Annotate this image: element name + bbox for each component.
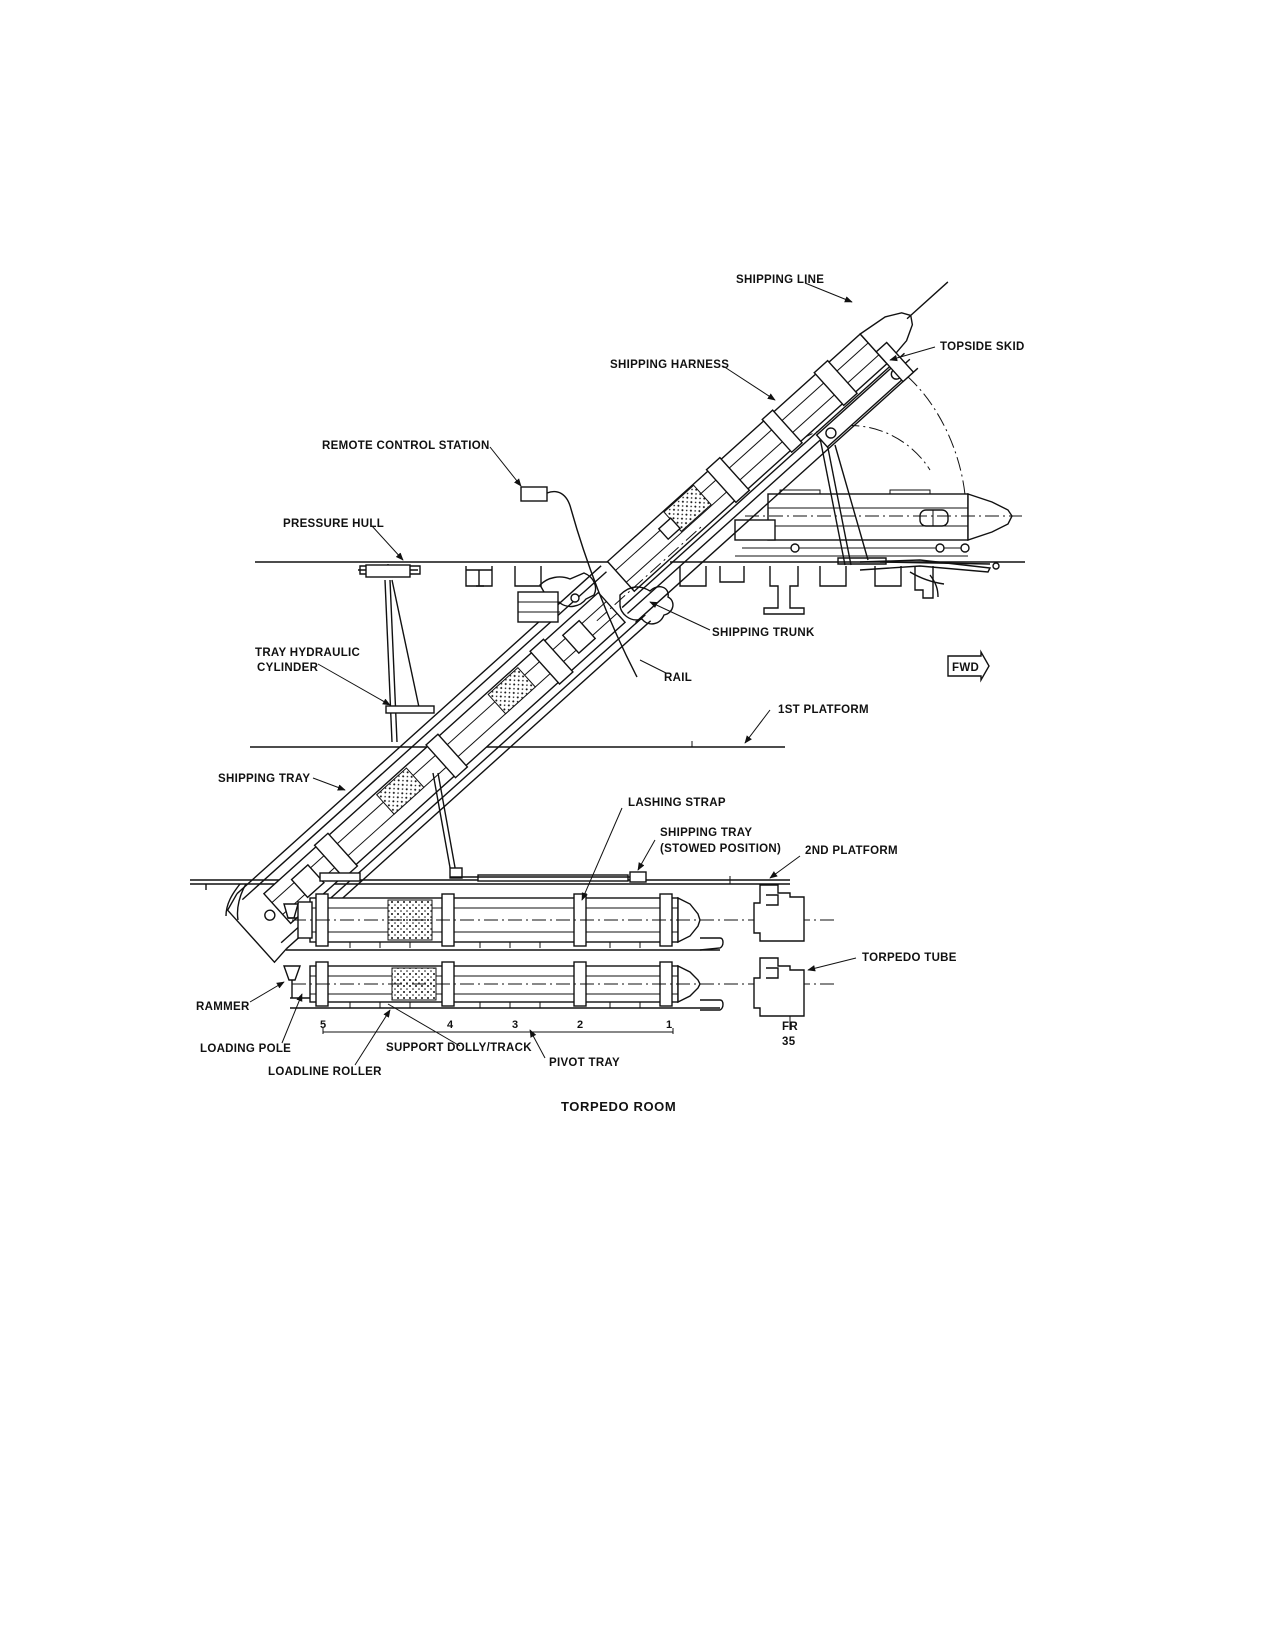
stowed-shipping-tray (319, 871, 647, 883)
label-shipping-tray: SHIPPING TRAY (218, 773, 310, 785)
label-pressure-hull: PRESSURE HULL (283, 518, 384, 530)
diagram-caption: TORPEDO ROOM (561, 1099, 676, 1114)
label-pivot-tray: PIVOT TRAY (549, 1057, 620, 1069)
label-tray-hydraulic-1: TRAY HYDRAULIC (255, 647, 360, 659)
label-torpedo-tube: TORPEDO TUBE (862, 952, 957, 964)
label-lashing-strap: LASHING STRAP (628, 797, 726, 809)
first-platform-deck (250, 741, 785, 748)
pressure-hull-structure (255, 561, 1025, 615)
label-first-platform: 1ST PLATFORM (778, 704, 869, 716)
shipping-trunk-structure (517, 572, 674, 625)
remote-control-station (520, 486, 638, 678)
diagram-labels: SHIPPING LINE TOPSIDE SKID SHIPPING HARN… (196, 274, 1025, 1114)
label-support-dolly-track: SUPPORT DOLLY/TRACK (386, 1042, 532, 1054)
track-position-2: 2 (577, 1019, 583, 1031)
upper-shipping-tray (606, 281, 949, 623)
label-shipping-line: SHIPPING LINE (736, 274, 824, 286)
label-loading-pole: LOADING POLE (200, 1043, 291, 1055)
tray-hydraulic-cylinder (384, 579, 463, 879)
track-position-4: 4 (447, 1019, 454, 1031)
track-position-1: 1 (666, 1019, 672, 1031)
lower-shipping-tray (226, 526, 702, 964)
track-position-5: 5 (320, 1019, 326, 1031)
fwd-indicator (947, 649, 990, 683)
label-frame-2: 35 (782, 1036, 796, 1048)
track-position-3: 3 (512, 1019, 518, 1031)
label-shipping-tray-stowed-1: SHIPPING TRAY (660, 827, 752, 839)
torpedo-tubes (753, 884, 805, 1030)
label-fwd: FWD (952, 662, 979, 674)
label-shipping-trunk: SHIPPING TRUNK (712, 627, 815, 639)
label-loadline-roller: LOADLINE ROLLER (268, 1066, 382, 1078)
label-second-platform: 2ND PLATFORM (805, 845, 898, 857)
label-remote-control-station: REMOTE CONTROL STATION (322, 440, 490, 452)
leader-lines (249, 282, 936, 1066)
upper-stowed-torpedo (283, 893, 838, 951)
label-topside-skid: TOPSIDE SKID (940, 341, 1025, 353)
lower-loading-torpedo (283, 961, 838, 1034)
label-rammer: RAMMER (196, 1001, 250, 1013)
label-shipping-tray-stowed-2: (STOWED POSITION) (660, 843, 781, 855)
label-tray-hydraulic-2: CYLINDER (257, 662, 319, 674)
label-shipping-harness: SHIPPING HARNESS (610, 359, 729, 371)
label-rail: RAIL (664, 672, 692, 684)
label-frame-1: FR (782, 1021, 798, 1033)
